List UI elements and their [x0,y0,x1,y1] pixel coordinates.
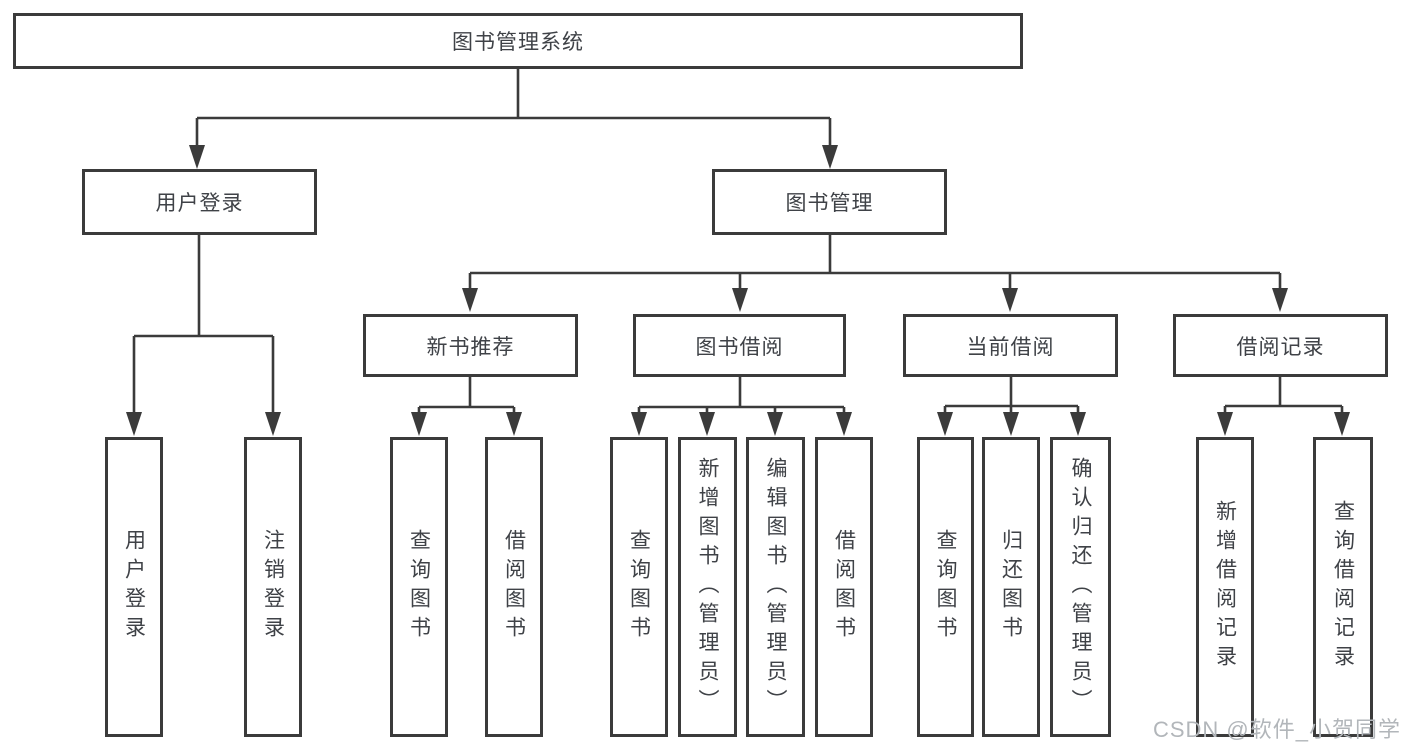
leaf-borrow-books: 借阅图书 [815,437,873,737]
leaf-query-books-recommend: 查询图书 [390,437,448,737]
leaf-logout-label: 注销登录 [261,529,285,645]
leaf-confirm-return-admin: 确认归还（管理员） [1050,437,1111,737]
leaf-add-borrow-record-label: 新增借阅记录 [1213,500,1237,674]
leaf-query-books-recommend-label: 查询图书 [407,529,431,645]
leaf-edit-book-admin: 编辑图书（管理员） [746,437,805,737]
leaf-return-book-label: 归还图书 [999,529,1023,645]
node-new-book-recommend: 新书推荐 [363,314,578,377]
node-book-borrow: 图书借阅 [633,314,846,377]
leaf-add-book-admin: 新增图书（管理员） [678,437,737,737]
leaf-query-books-borrow: 查询图书 [610,437,668,737]
leaf-query-borrow-record-label: 查询借阅记录 [1331,500,1355,674]
leaf-edit-book-admin-label: 编辑图书（管理员） [764,456,787,718]
leaf-logout: 注销登录 [244,437,302,737]
leaf-return-book: 归还图书 [982,437,1040,737]
leaf-add-book-admin-label: 新增图书（管理员） [696,456,719,718]
node-library-management-system: 图书管理系统 [13,13,1023,69]
csdn-watermark: CSDN @软件_小贺同学 [1152,717,1401,742]
leaf-query-books-current-label: 查询图书 [934,529,957,645]
node-current-borrow: 当前借阅 [903,314,1118,377]
leaf-borrow-books-recommend-label: 借阅图书 [502,529,526,645]
node-book-management: 图书管理 [712,169,947,235]
leaf-borrow-books-label: 借阅图书 [832,529,856,645]
leaf-user-login: 用户登录 [105,437,163,737]
leaf-add-borrow-record: 新增借阅记录 [1196,437,1254,737]
node-borrow-records: 借阅记录 [1173,314,1388,377]
leaf-confirm-return-admin-label: 确认归还（管理员） [1069,456,1092,718]
arrowheads [126,145,1350,436]
leaf-borrow-books-recommend: 借阅图书 [485,437,543,737]
leaf-user-login-label: 用户登录 [122,529,146,645]
leaf-query-books-borrow-label: 查询图书 [627,529,651,645]
leaf-query-books-current: 查询图书 [917,437,974,737]
leaf-query-borrow-record: 查询借阅记录 [1313,437,1373,737]
node-user-login: 用户登录 [82,169,317,235]
